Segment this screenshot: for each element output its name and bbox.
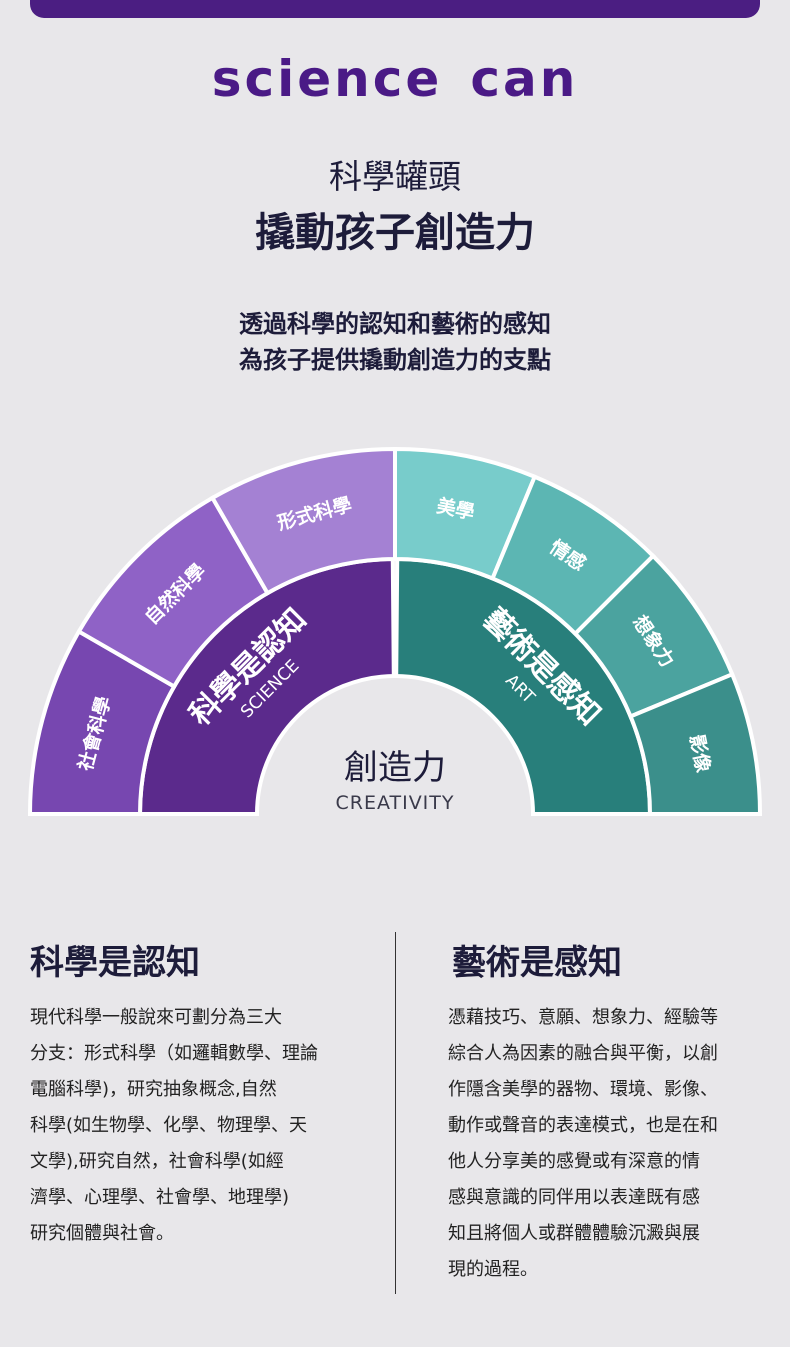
title-line-2: 撬動孩子創造力 [255,210,535,256]
center-label-creativity-en: CREATIVITY [335,792,455,814]
art-branch-4 [627,671,763,816]
science-branch-2 [76,495,271,690]
science-section-body: 現代科學一般說來可劃分為三大 分支：形式科學（如邏輯數學、理論 電腦科學)，研究… [30,1007,318,1244]
art-section-title: 藝術是感知 [452,943,622,983]
art-branch-1 [393,446,538,582]
science-branch-3 [209,446,397,596]
brand-word-science: science [211,50,443,108]
science-section-title: 科學是認知 [30,943,200,983]
intro-text: 透過科學的認知和藝術的感知 為孩子提供撬動創造力的支點 [0,306,790,378]
art-branch-3 [572,553,735,720]
center-label-creativity: 創造力 [344,748,446,788]
brand-logo: science can [0,50,790,108]
title-line-1: 科學罐頭 [329,157,461,196]
intro-line-2: 為孩子提供撬動創造力的支點 [239,346,551,374]
intro-line-1: 透過科學的認知和藝術的感知 [239,310,551,338]
column-divider [395,932,396,1294]
top-accent-bar [30,0,760,18]
science-branch-1 [27,628,177,816]
art-section-body: 憑藉技巧、意願、想象力、經驗等 綜合人為因素的融合與平衡，以創 作隱含美學的器物… [448,1007,718,1280]
brand-word-can: can [470,50,579,108]
